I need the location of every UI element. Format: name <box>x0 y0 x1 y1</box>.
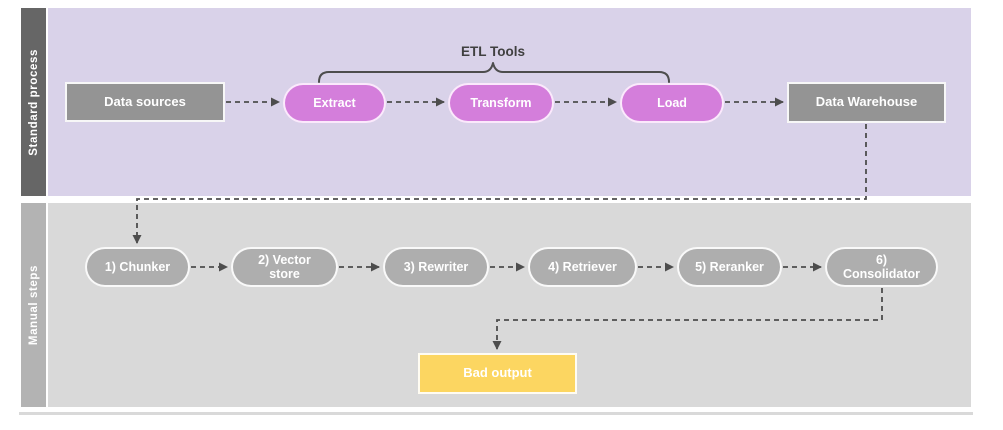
node-chunker: 1) Chunker <box>85 247 190 287</box>
lane-standard-process-bar: Standard process <box>21 8 46 196</box>
lane-standard-process-label: Standard process <box>27 48 40 156</box>
node-consolidator: 6) Consolidator <box>825 247 938 287</box>
node-bad-output: Bad output <box>418 353 577 394</box>
lane-manual-steps-label: Manual steps <box>27 264 40 346</box>
node-data-warehouse: Data Warehouse <box>787 82 946 123</box>
diagram-bottom-edge <box>19 412 973 415</box>
lane-manual-steps-bar: Manual steps <box>21 203 46 407</box>
etl-tools-label: ETL Tools <box>461 44 525 59</box>
node-load: Load <box>620 83 724 123</box>
node-reranker: 5) Reranker <box>677 247 782 287</box>
node-rewriter: 3) Rewriter <box>383 247 489 287</box>
node-retriever: 4) Retriever <box>528 247 637 287</box>
node-vector-store: 2) Vector store <box>231 247 338 287</box>
node-data-sources: Data sources <box>65 82 225 122</box>
node-transform: Transform <box>448 83 554 123</box>
node-extract: Extract <box>283 83 386 123</box>
